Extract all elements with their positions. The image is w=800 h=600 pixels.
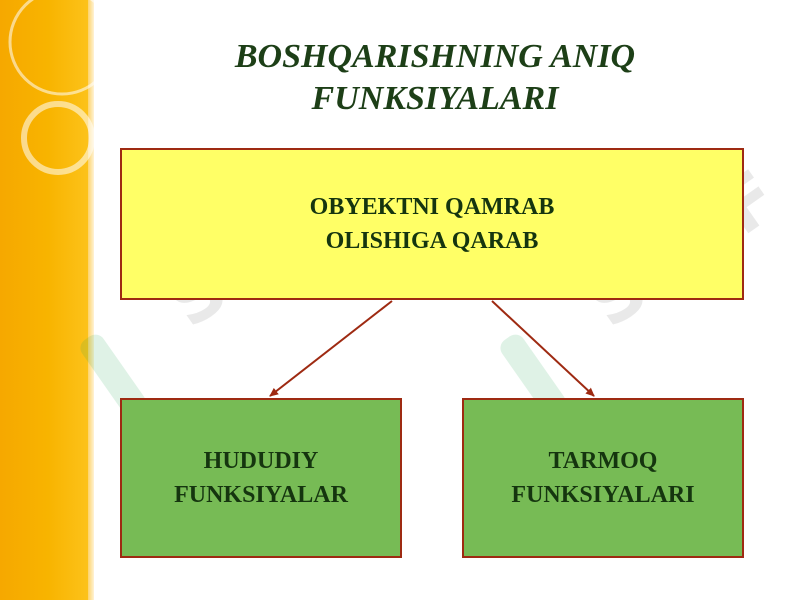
title-line-2: FUNKSIYALARI: [311, 80, 559, 117]
root-node-line-2: OLISHIGA QARAB: [325, 228, 539, 254]
root-node-line-1: OBYEKTNI QAMRAB: [309, 194, 555, 220]
decorative-sidebar: [0, 0, 88, 600]
child-right-line-1: TARMOQ: [548, 448, 658, 474]
arrow-to-right-child: [491, 300, 595, 397]
title-line-1: BOSHQARISHNING ANIQ: [234, 38, 636, 75]
deco-circle-small: [21, 101, 95, 175]
sidebar-edge: [88, 0, 94, 600]
child-right-line-2: FUNKSIYALARI: [511, 482, 695, 508]
child-left-line-1: HUDUDIY: [203, 448, 319, 474]
deco-circle-large: [8, 0, 116, 96]
child-node-right: TARMOQ FUNKSIYALARI: [462, 398, 744, 558]
arrow-to-left-child: [269, 300, 393, 397]
page-title: BOSHQARISHNING ANIQ FUNKSIYALARI: [120, 36, 750, 120]
root-node: OBYEKTNI QAMRAB OLISHIGA QARAB: [120, 148, 744, 300]
child-node-left: HUDUDIY FUNKSIYALAR: [120, 398, 402, 558]
child-left-line-2: FUNKSIYALAR: [174, 482, 348, 508]
